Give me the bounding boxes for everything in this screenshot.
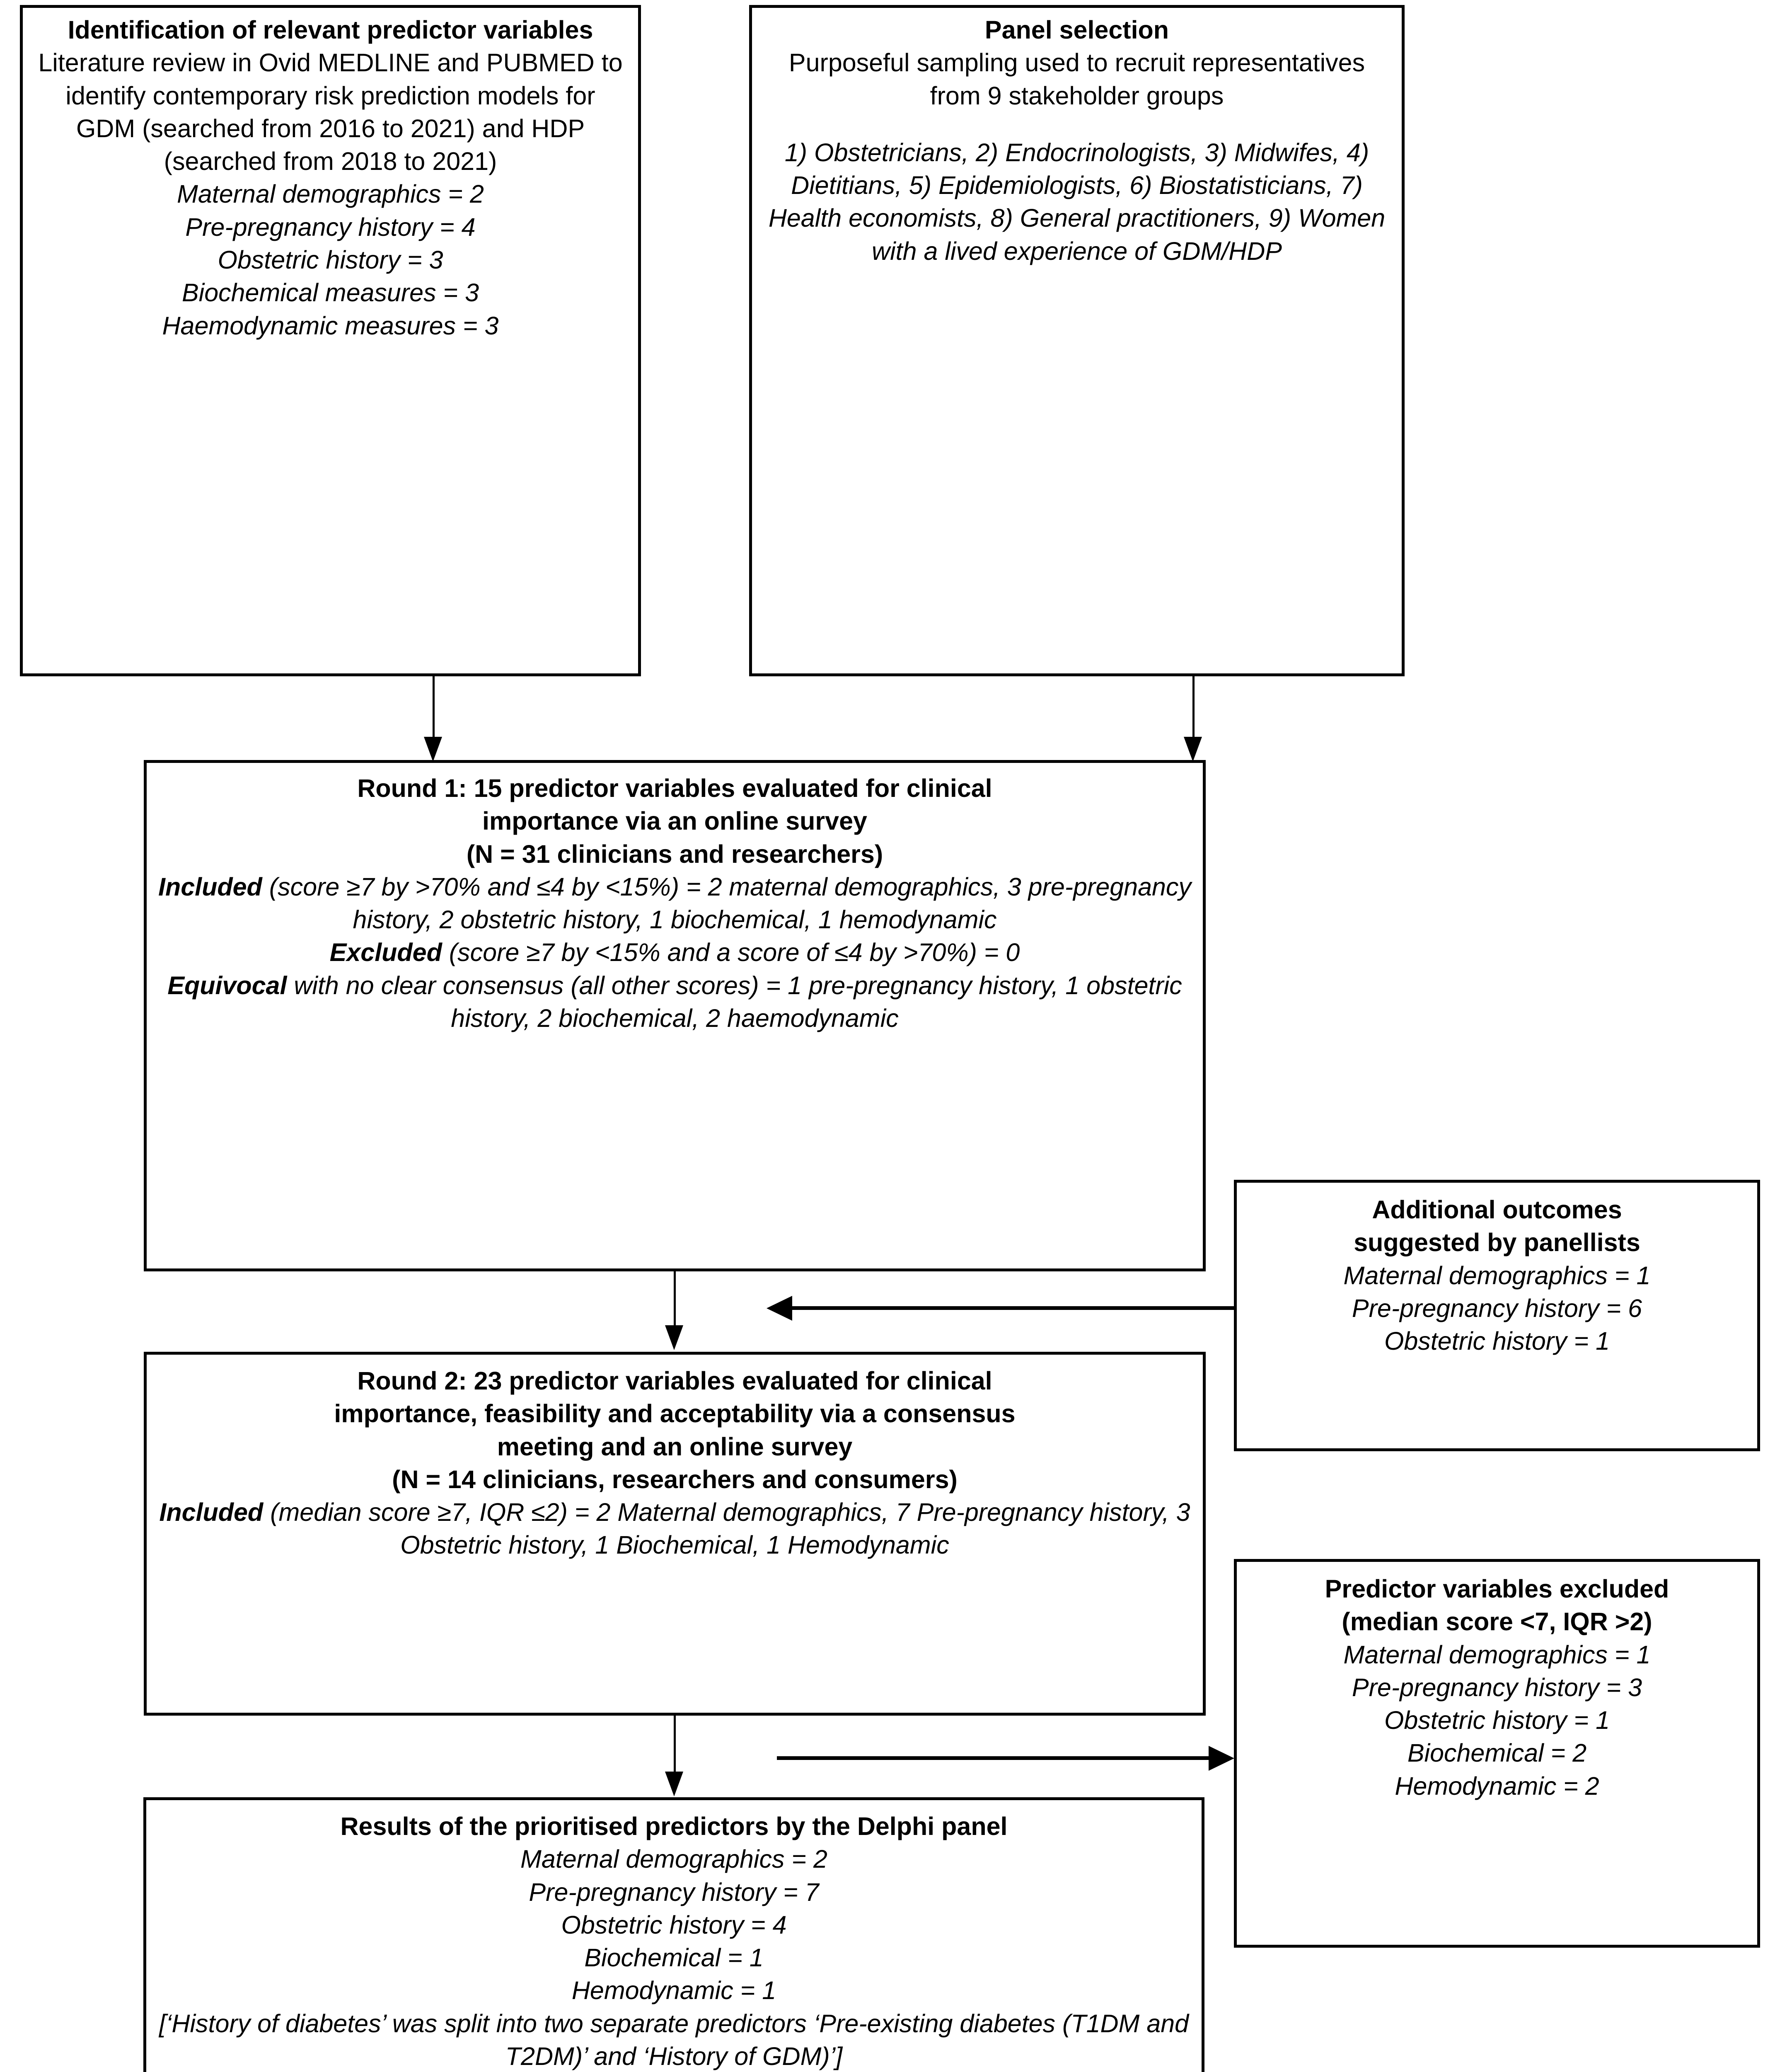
- connector-panel-selection-line: [1192, 676, 1195, 748]
- excluded-variables-count-4: Hemodynamic = 2: [1395, 1772, 1599, 1800]
- round-1-excluded-text: (score ≥7 by <15% and a score of ≤4 by >…: [442, 938, 1020, 967]
- results-count-1: Pre-pregnancy history = 7: [529, 1878, 819, 1906]
- round-1-excluded-label: Excluded: [329, 938, 442, 967]
- round-2-heading-line-3: meeting and an online survey: [497, 1432, 853, 1461]
- identification-count-4: Haemodynamic measures = 3: [162, 311, 499, 340]
- round-2-heading-line-4: (N = 14 clinicians, researchers and cons…: [392, 1465, 958, 1493]
- round-1-equivocal-label: Equivocal: [167, 971, 287, 1000]
- connector-round1-round2-arrowhead: [665, 1325, 683, 1350]
- results-count-2: Obstetric history = 4: [561, 1910, 787, 1939]
- round-1-equivocal-text: with no clear consensus (all other score…: [287, 971, 1189, 1033]
- connector-round2-results-arrowhead: [665, 1772, 683, 1796]
- excluded-variables-count-1: Pre-pregnancy history = 3: [1352, 1673, 1642, 1702]
- identification-count-1: Pre-pregnancy history = 4: [185, 213, 476, 241]
- round-2-heading-line-2: importance, feasibility and acceptabilit…: [334, 1399, 1016, 1428]
- connector-additional-outcomes-arrowhead: [767, 1296, 792, 1321]
- round-1-heading-line-3: (N = 31 clinicians and researchers): [466, 840, 883, 868]
- excluded-variables-heading-line-1: Predictor variables excluded: [1325, 1575, 1669, 1603]
- box-round-1: Round 1: 15 predictor variables evaluate…: [144, 760, 1206, 1271]
- connector-round2-results-line: [674, 1716, 676, 1772]
- connector-round2-excluded-line: [777, 1756, 1209, 1760]
- box-excluded-variables: Predictor variables excluded (median sco…: [1234, 1559, 1760, 1948]
- box-results: Results of the prioritised predictors by…: [143, 1797, 1204, 2072]
- connector-identification-arrowhead: [424, 737, 442, 762]
- identification-heading: Identification of relevant predictor var…: [68, 16, 593, 44]
- connector-additional-outcomes-line: [792, 1306, 1235, 1310]
- panel-selection-stakeholders: 1) Obstetricians, 2) Endocrinologists, 3…: [768, 138, 1393, 265]
- round-2-included: Included (median score ≥7, IQR ≤2) = 2 M…: [157, 1496, 1192, 1562]
- connector-round2-excluded-arrowhead: [1209, 1746, 1234, 1771]
- additional-outcomes-heading-line-2: suggested by panellists: [1354, 1228, 1640, 1257]
- round-1-included-text: (score ≥7 by >70% and ≤4 by <15%) = 2 ma…: [262, 872, 1198, 934]
- round-1-heading-line-1: Round 1: 15 predictor variables evaluate…: [357, 774, 992, 802]
- results-count-3: Biochemical = 1: [584, 1944, 764, 1972]
- additional-outcomes-heading-line-1: Additional outcomes: [1372, 1196, 1622, 1224]
- round-2-heading-line-1: Round 2: 23 predictor variables evaluate…: [357, 1367, 992, 1395]
- excluded-variables-count-2: Obstetric history = 1: [1384, 1706, 1610, 1735]
- excluded-variables-heading-line-2: (median score <7, IQR >2): [1342, 1607, 1652, 1636]
- box-additional-outcomes: Additional outcomes suggested by panelli…: [1234, 1180, 1760, 1451]
- additional-outcomes-count-2: Obstetric history = 1: [1384, 1327, 1610, 1356]
- connector-identification-line: [433, 676, 435, 748]
- panel-selection-body: Purposeful sampling used to recruit repr…: [788, 48, 1372, 110]
- round-2-included-label: Included: [159, 1498, 264, 1527]
- identification-count-2: Obstetric history = 3: [218, 246, 443, 274]
- results-note: [‘History of diabetes’ was split into tw…: [159, 2009, 1196, 2071]
- results-heading: Results of the prioritised predictors by…: [340, 1812, 1008, 1840]
- panel-selection-heading: Panel selection: [984, 16, 1169, 44]
- identification-body: Literature review in Ovid MEDLINE and PU…: [38, 48, 630, 176]
- identification-count-0: Maternal demographics = 2: [177, 180, 484, 208]
- additional-outcomes-count-1: Pre-pregnancy history = 6: [1352, 1294, 1642, 1322]
- excluded-variables-count-3: Biochemical = 2: [1407, 1739, 1587, 1767]
- round-1-included-label: Included: [158, 872, 262, 901]
- additional-outcomes-count-0: Maternal demographics = 1: [1343, 1261, 1651, 1290]
- results-count-0: Maternal demographics = 2: [520, 1845, 827, 1874]
- connector-round1-round2-line: [674, 1271, 676, 1326]
- box-round-2: Round 2: 23 predictor variables evaluate…: [144, 1352, 1206, 1716]
- box-panel-selection: Panel selection Purposeful sampling used…: [749, 5, 1405, 676]
- connector-panel-selection-arrowhead: [1184, 737, 1202, 762]
- round-2-included-text: (median score ≥7, IQR ≤2) = 2 Maternal d…: [263, 1498, 1197, 1559]
- round-1-included: Included (score ≥7 by >70% and ≤4 by <15…: [157, 871, 1192, 937]
- round-1-equivocal: Equivocal with no clear consensus (all o…: [157, 969, 1192, 1035]
- excluded-variables-count-0: Maternal demographics = 1: [1343, 1640, 1651, 1669]
- round-1-heading-line-2: importance via an online survey: [482, 807, 867, 835]
- round-1-excluded: Excluded (score ≥7 by <15% and a score o…: [157, 936, 1192, 969]
- results-count-4: Hemodynamic = 1: [571, 1976, 776, 2005]
- identification-count-3: Biochemical measures = 3: [181, 278, 479, 307]
- box-identification: Identification of relevant predictor var…: [20, 5, 641, 676]
